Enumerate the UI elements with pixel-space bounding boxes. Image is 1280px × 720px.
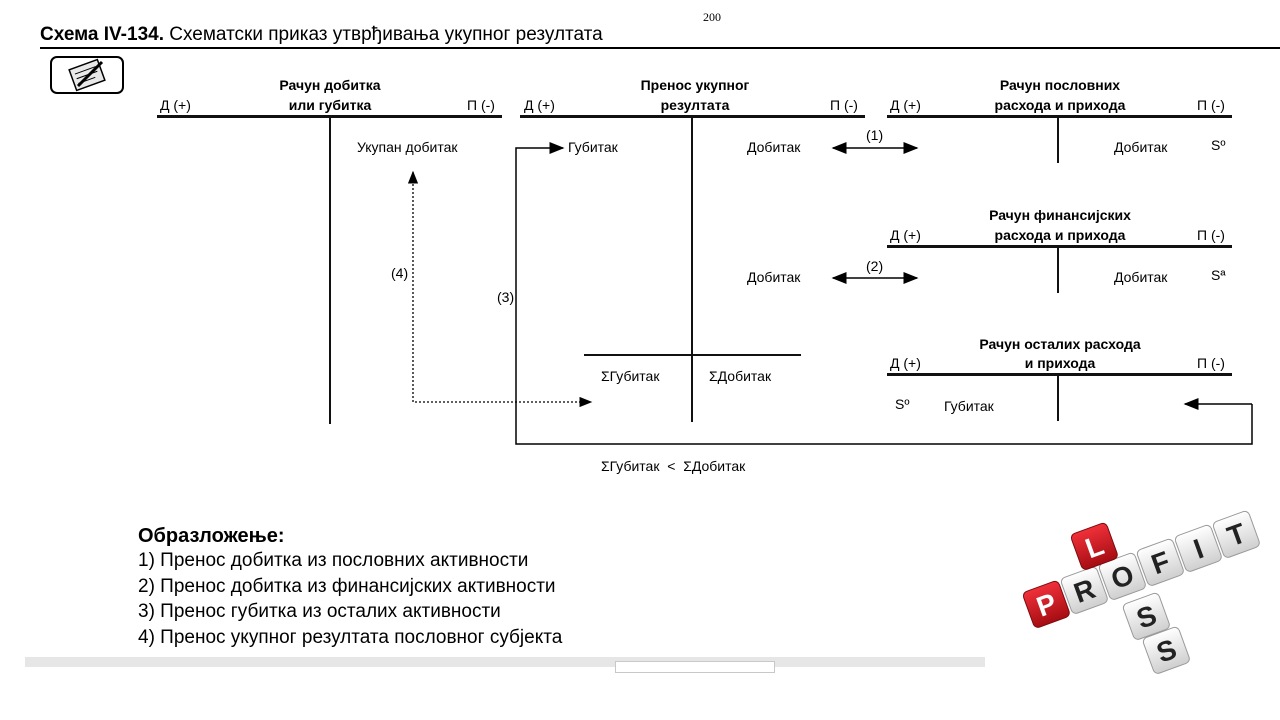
credit-label: П (-) <box>830 97 858 113</box>
account-title: или губитка <box>288 97 372 113</box>
arrow-label-3: (3) <box>497 289 515 305</box>
t-account-divider <box>329 118 331 424</box>
legend-item: 4) Пренос укупног резултата пословног су… <box>138 627 563 648</box>
legend-item: 1) Пренос добитка из пословних активност… <box>138 550 529 571</box>
summary-inequality: ΣГубитак < ΣДобитак <box>601 458 746 474</box>
profit-loss-dice-graphic: P R O F I T <box>1010 505 1275 705</box>
account-title: Рачун добитка <box>279 77 381 93</box>
account-title: расхода и прихода <box>994 97 1126 113</box>
t-account-top <box>887 373 1232 376</box>
t-account-divider <box>691 118 693 422</box>
t-account-divider <box>1057 248 1059 293</box>
sum-loss: ΣГубитак <box>601 368 660 384</box>
sum-profit: ΣДобитак <box>709 368 772 384</box>
debit-label: Д (+) <box>890 227 921 243</box>
schema-title: Схема IV-134. Схематски приказ утврђивањ… <box>40 24 603 46</box>
debit-label: Д (+) <box>524 97 555 113</box>
credit-label: П (-) <box>1197 355 1225 371</box>
t-account-top <box>520 115 865 118</box>
entry-profit: Добитак <box>1114 139 1168 155</box>
entry-total-profit: Укупан добитак <box>357 139 458 155</box>
account-title: и прихода <box>1024 355 1096 371</box>
debit-label: Д (+) <box>890 97 921 113</box>
t-account-divider <box>1057 118 1059 163</box>
credit-label: П (-) <box>1197 227 1225 243</box>
account-title: Рачун осталих расхода <box>979 336 1141 352</box>
account-title: Пренос укупног <box>640 77 750 93</box>
credit-label: П (-) <box>467 97 495 113</box>
arrow-label-1: (1) <box>866 127 884 143</box>
bottom-scrollbar <box>25 657 985 667</box>
entry-profit: Добитак <box>747 139 801 155</box>
balance-label: Sº <box>1211 137 1226 153</box>
arrow-4 <box>407 170 593 408</box>
schema-title-text: Схематски приказ утврђивања укупног резу… <box>164 24 603 45</box>
legend-item: 3) Пренос губитка из осталих активности <box>138 601 501 622</box>
account-title: расхода и прихода <box>994 227 1126 243</box>
account-title: Рачун финансијских <box>989 207 1131 223</box>
account-title: Рачун пословних <box>999 77 1121 93</box>
notepad-pencil-icon <box>50 56 124 94</box>
legend-item: 2) Пренос добитка из финансијских активн… <box>138 576 556 597</box>
schema-number: Схема IV-134. <box>40 24 164 45</box>
arrow-3 <box>515 142 1253 445</box>
sum-line <box>584 354 801 356</box>
t-account-top <box>887 115 1232 118</box>
entry-profit: Добитак <box>1114 269 1168 285</box>
credit-label: П (-) <box>1197 97 1225 113</box>
balance-label: Sº <box>895 396 910 412</box>
arrow-label-2: (2) <box>866 258 884 274</box>
entry-loss: Губитак <box>944 398 994 414</box>
account-title: резултата <box>660 97 730 113</box>
t-account-top <box>157 115 502 118</box>
arrow-label-4: (4) <box>391 265 409 281</box>
title-underline <box>40 47 1280 49</box>
legend-title: Образложење: <box>138 525 285 547</box>
balance-label: Sª <box>1211 267 1226 283</box>
entry-loss: Губитак <box>568 139 618 155</box>
entry-profit: Добитак <box>747 269 801 285</box>
bottom-box <box>615 661 775 673</box>
page-number: 200 <box>703 10 721 24</box>
t-account-top <box>887 245 1232 248</box>
debit-label: Д (+) <box>890 355 921 371</box>
debit-label: Д (+) <box>160 97 191 113</box>
t-account-divider <box>1057 376 1059 421</box>
